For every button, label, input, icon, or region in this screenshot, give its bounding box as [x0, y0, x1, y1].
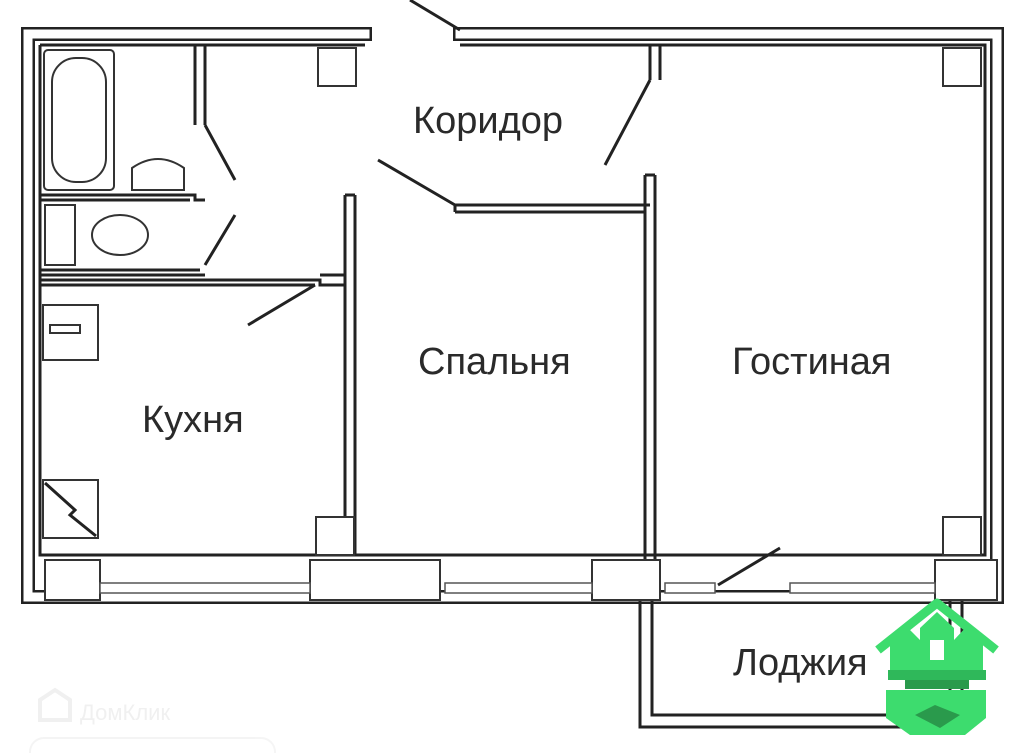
- toilet-icon: [44, 204, 76, 266]
- columns: [44, 47, 998, 601]
- sink-icon: [131, 158, 185, 191]
- windows: [99, 582, 936, 594]
- room-label-kitchen: Кухня: [142, 399, 244, 441]
- walls: [21, 0, 1004, 729]
- room-label-loggia: Лоджия: [733, 642, 868, 684]
- domclick-watermark: ДомКлик: [29, 687, 276, 753]
- room-label-living-room: Гостиная: [732, 341, 892, 383]
- watermark-text: ДомКлик: [80, 700, 170, 725]
- fixtures: [42, 49, 185, 539]
- room-label-corridor: Коридор: [413, 100, 563, 142]
- partner-logo: [875, 598, 999, 735]
- room-label-bedroom: Спальня: [418, 341, 571, 383]
